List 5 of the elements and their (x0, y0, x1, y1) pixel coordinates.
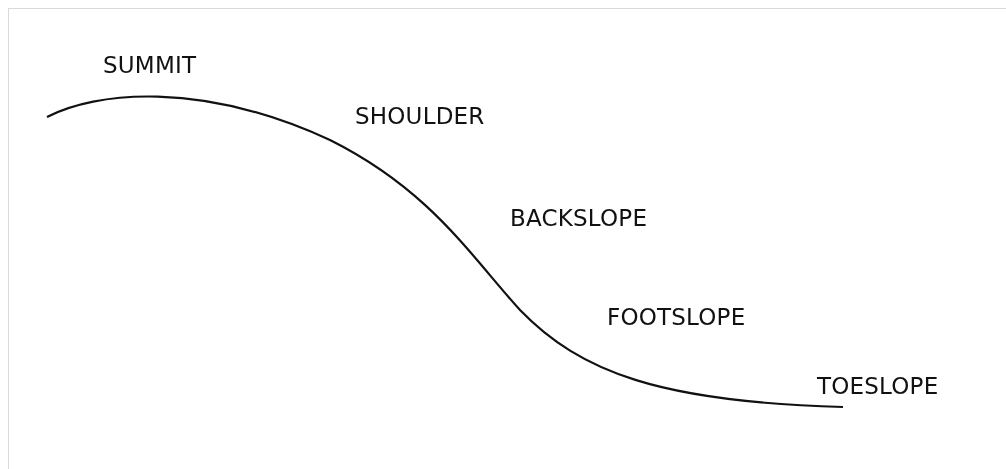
slope-position-label: BACKSLOPE (510, 204, 648, 232)
slope-position-label: FOOTSLOPE (607, 303, 746, 331)
slope-position-label: TOESLOPE (817, 372, 939, 400)
slope-position-label: SHOULDER (355, 102, 485, 130)
slope-position-label: SUMMIT (103, 51, 197, 79)
